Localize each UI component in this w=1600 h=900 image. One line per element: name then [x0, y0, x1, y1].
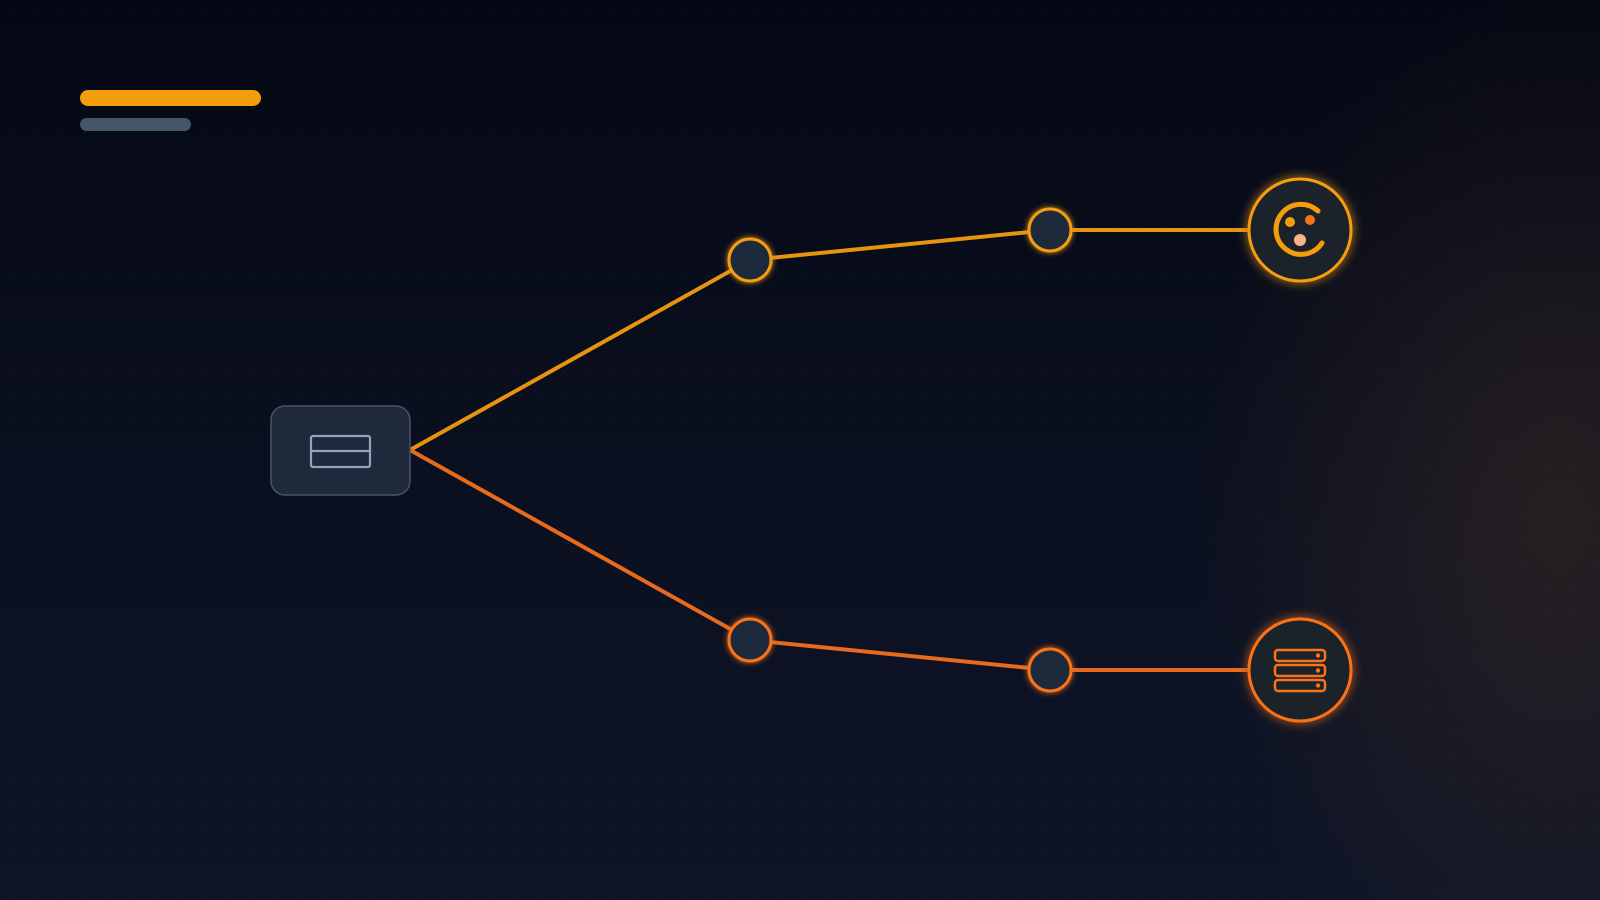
- browser-window-icon: [309, 434, 372, 469]
- edge-source-to-lower-1: [409, 448, 751, 642]
- legend-bar-secondary: [80, 118, 191, 131]
- server-stack-icon: [1273, 648, 1327, 693]
- palette-face-icon: [1273, 201, 1325, 257]
- legend-bar-primary: [80, 90, 261, 106]
- lower-target-node[interactable]: [1247, 617, 1353, 723]
- lower-junction-node-1[interactable]: [727, 617, 773, 663]
- upper-junction-node-2[interactable]: [1027, 207, 1073, 253]
- edge-lower-1-to-lower-2: [749, 638, 1051, 672]
- source-node[interactable]: [270, 405, 411, 496]
- upper-junction-node-1[interactable]: [727, 237, 773, 283]
- edge-source-to-upper-1: [409, 258, 751, 452]
- lower-junction-node-2[interactable]: [1027, 647, 1073, 693]
- edge-upper-1-to-upper-2: [749, 228, 1051, 262]
- upper-target-node[interactable]: [1247, 177, 1353, 283]
